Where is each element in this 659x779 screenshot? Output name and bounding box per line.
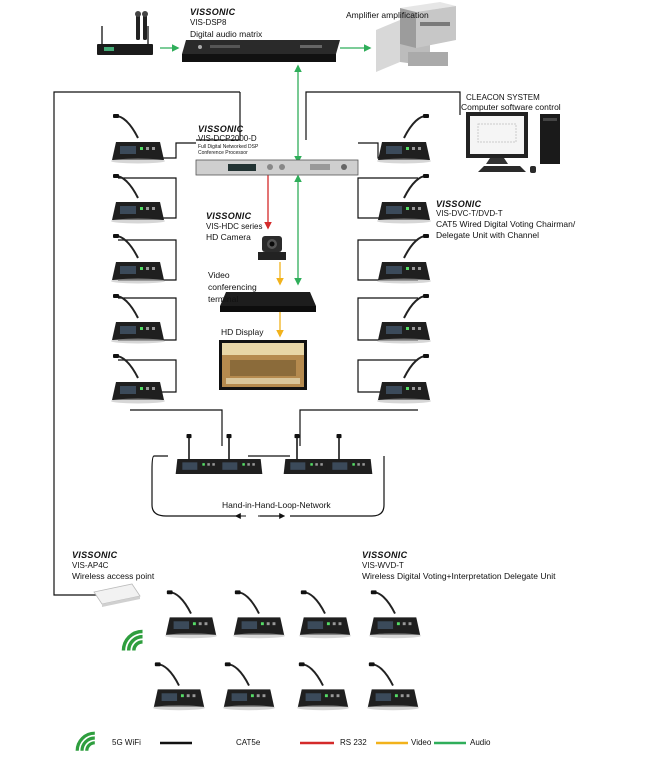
legend-wifi-label: 5G WiFi bbox=[112, 738, 141, 747]
wireless-unit-6 bbox=[221, 661, 277, 712]
conference-processor-icon bbox=[195, 159, 359, 176]
dsp8-brand: VISSONIC bbox=[190, 7, 236, 17]
legend-rs232-label: RS 232 bbox=[340, 738, 367, 747]
dsp8-name: Digital audio matrix bbox=[190, 29, 263, 39]
ap-model: VIS-AP4C bbox=[72, 561, 109, 570]
wireless-unit-2 bbox=[231, 589, 287, 640]
delegate-line2: Delegate Unit with Channel bbox=[436, 230, 540, 240]
delegate-unit-right-2 bbox=[376, 173, 432, 225]
delegate-unit-left-1 bbox=[110, 113, 166, 165]
wireless-unit-3 bbox=[297, 589, 353, 640]
wifi-icon bbox=[121, 629, 145, 653]
loop-unit-1 bbox=[174, 434, 224, 475]
software-name: Computer software control bbox=[461, 102, 561, 112]
hd-camera-icon bbox=[258, 236, 286, 260]
hd-display-icon bbox=[219, 340, 307, 390]
access-point-icon bbox=[93, 583, 141, 607]
dsp8-rack-icon bbox=[182, 40, 340, 62]
cat5-wiring bbox=[53, 91, 461, 596]
ap-name: Wireless access point bbox=[72, 571, 155, 581]
wireless-model: VIS-WVD-T bbox=[362, 561, 404, 570]
legend-cat5e-label: CAT5e bbox=[236, 738, 261, 747]
camera-model: VIS-HDC series bbox=[206, 222, 263, 231]
delegate-unit-right-3 bbox=[376, 233, 432, 285]
delegate-unit-left-3 bbox=[110, 233, 166, 285]
video-terminal-icon bbox=[220, 292, 316, 312]
processor-model: VIS-DCP2000-D bbox=[198, 134, 257, 143]
wireless-unit-7 bbox=[295, 661, 351, 712]
delegate-unit-right-5 bbox=[376, 353, 432, 405]
delegate-unit-left-2 bbox=[110, 173, 166, 225]
amplifier-icon bbox=[376, 2, 456, 72]
dsp8-model: VIS-DSP8 bbox=[190, 18, 227, 27]
display-name: HD Display bbox=[221, 327, 264, 337]
delegate-unit-left-5 bbox=[110, 353, 166, 405]
processor-line2: Conference Processor bbox=[198, 150, 248, 156]
wireless-brand: VISSONIC bbox=[362, 550, 408, 560]
delegate-brand: VISSONIC bbox=[436, 199, 482, 209]
processor-brand: VISSONIC bbox=[198, 124, 244, 134]
wireless-unit-5 bbox=[151, 661, 207, 712]
processor-line1: Full Digital Networked DSP bbox=[198, 144, 259, 150]
loop-network-label: Hand-in-Hand-Loop-Network bbox=[222, 500, 331, 510]
wireless-microphone-icon bbox=[97, 11, 153, 55]
delegate-model: VIS-DVC-T/DVD-T bbox=[436, 209, 503, 218]
loop-unit-3 bbox=[282, 434, 332, 475]
camera-brand: VISSONIC bbox=[206, 211, 252, 221]
video-terminal-name: Video conferencing terminal bbox=[208, 270, 257, 304]
camera-name: HD Camera bbox=[206, 232, 251, 242]
delegate-unit-right-4 bbox=[376, 293, 432, 345]
legend-wifi-icon bbox=[75, 731, 97, 753]
delegate-unit-right-1 bbox=[376, 113, 432, 165]
delegate-line1: CAT5 Wired Digital Voting Chairman/ bbox=[436, 219, 576, 229]
computer-icon bbox=[466, 112, 560, 173]
loop-unit-4 bbox=[324, 434, 374, 475]
legend-audio-label: Audio bbox=[470, 738, 491, 747]
amplifier-name: Amplifier amplification bbox=[346, 10, 429, 20]
wireless-unit-4 bbox=[367, 589, 423, 640]
delegate-unit-left-4 bbox=[110, 293, 166, 345]
wireless-name: Wireless Digital Voting+Interpretation D… bbox=[362, 571, 556, 581]
ap-brand: VISSONIC bbox=[72, 550, 118, 560]
software-title: CLEACON SYSTEM bbox=[466, 93, 540, 102]
wireless-unit-1 bbox=[163, 589, 219, 640]
loop-unit-2 bbox=[214, 434, 264, 475]
wireless-unit-8 bbox=[365, 661, 421, 712]
legend-video-label: Video bbox=[411, 738, 432, 747]
